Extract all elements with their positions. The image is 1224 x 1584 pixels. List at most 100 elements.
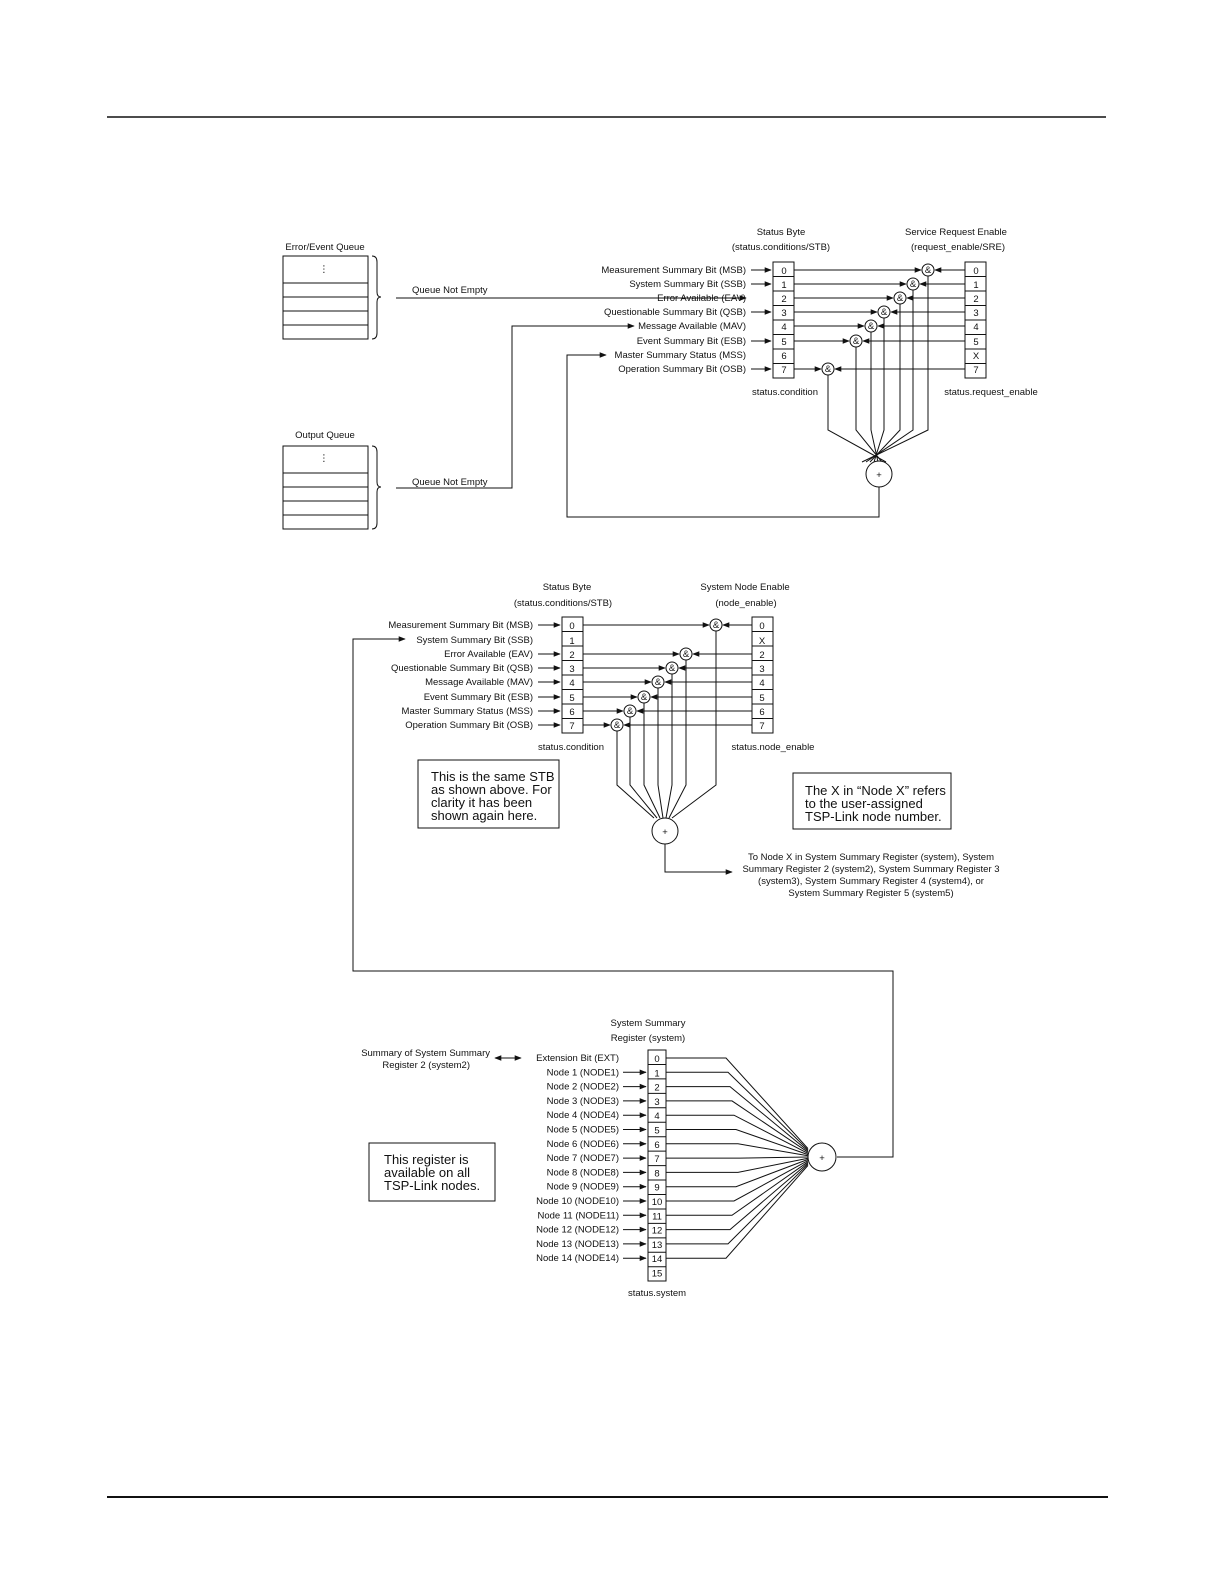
summary-system2-label: Summary of System Summary bbox=[361, 1048, 490, 1059]
to-node-text: To Node X in System Summary Register (sy… bbox=[742, 852, 999, 899]
system-bit: 8 bbox=[654, 1168, 659, 1179]
system-bit: 11 bbox=[652, 1211, 662, 1222]
mid-stb-caption: status.condition bbox=[538, 742, 604, 753]
bit-label: System Summary Bit (SSB) bbox=[416, 635, 533, 646]
node-enable-bit: X bbox=[759, 636, 766, 647]
system-bit: 5 bbox=[654, 1126, 659, 1137]
stb-bit: 5 bbox=[569, 693, 574, 704]
or-symbol: + bbox=[819, 1153, 825, 1164]
and-symbol: & bbox=[641, 692, 648, 703]
mid-ne-title: System Node Enable bbox=[700, 582, 789, 593]
sre-bit: 0 bbox=[973, 266, 978, 277]
bit-label: System Summary Bit (SSB) bbox=[629, 279, 746, 290]
bit-label: Extension Bit (EXT) bbox=[536, 1053, 619, 1064]
fan-line bbox=[666, 1160, 809, 1202]
bit-label: Message Available (MAV) bbox=[425, 677, 533, 688]
system-bit: 14 bbox=[652, 1254, 663, 1265]
node-enable-bit: 7 bbox=[759, 721, 764, 732]
system-bit: 12 bbox=[652, 1226, 663, 1237]
system-bit: 6 bbox=[654, 1140, 659, 1151]
system-bit: 0 bbox=[654, 1054, 659, 1065]
to-node-line: Summary Register 2 (system2), System Sum… bbox=[742, 864, 999, 875]
stb-bit: 4 bbox=[781, 322, 786, 333]
sre-bit: 4 bbox=[973, 322, 978, 333]
stb-bit: 1 bbox=[781, 280, 786, 291]
stb-bit: 0 bbox=[569, 621, 574, 632]
queue-dots: ⋮ bbox=[319, 453, 329, 464]
system-bit: 7 bbox=[654, 1154, 659, 1165]
middle-section: Status Byte (status.conditions/STB) 0123… bbox=[388, 582, 999, 899]
note-line: available on all bbox=[384, 1165, 470, 1180]
bit-label: Event Summary Bit (ESB) bbox=[424, 692, 533, 703]
and-symbol: & bbox=[614, 720, 621, 731]
sre-bit: X bbox=[973, 351, 980, 362]
queue-not-empty-label: Queue Not Empty bbox=[412, 477, 488, 488]
system-summary-title: System Summary bbox=[611, 1018, 686, 1029]
fan-line bbox=[666, 1100, 809, 1153]
node-x-note bbox=[792, 772, 952, 830]
bit-label: Measurement Summary Bit (MSB) bbox=[601, 265, 746, 276]
bit-label: Message Available (MAV) bbox=[638, 321, 746, 332]
fan-line bbox=[666, 1163, 809, 1245]
bit-label: Operation Summary Bit (OSB) bbox=[618, 364, 746, 375]
and-symbol: & bbox=[655, 677, 662, 688]
system-bit: 13 bbox=[652, 1240, 663, 1251]
and-symbol: & bbox=[683, 649, 690, 660]
bit-label: Node 10 (NODE10) bbox=[536, 1196, 619, 1207]
mid-ne-subtitle: (node_enable) bbox=[715, 598, 776, 609]
bit-label: Node 14 (NODE14) bbox=[536, 1253, 619, 1264]
and-symbol: & bbox=[669, 663, 676, 674]
top-section: Error/Event Queue ⋮ Output Queue ⋮ Queue… bbox=[282, 227, 1038, 530]
error-event-queue-title: Error/Event Queue bbox=[285, 242, 364, 253]
node-enable-bit: 0 bbox=[759, 621, 764, 632]
top-sre-title: Service Request Enable bbox=[905, 227, 1007, 238]
top-sre-subtitle: (request_enable/SRE) bbox=[911, 242, 1005, 253]
to-node-line: System Summary Register 5 (system5) bbox=[788, 888, 953, 899]
fan-line bbox=[666, 1114, 809, 1154]
fan-line bbox=[666, 1158, 809, 1188]
and-symbol: & bbox=[897, 293, 904, 304]
mid-stb-subtitle: (status.conditions/STB) bbox=[514, 598, 612, 609]
system-bit: 10 bbox=[652, 1197, 663, 1208]
same-stb-note bbox=[417, 759, 560, 829]
and-symbol: & bbox=[925, 265, 932, 276]
sre-bit: 2 bbox=[973, 294, 978, 305]
top-or-gate bbox=[865, 460, 893, 488]
top-stb-caption: status.condition bbox=[752, 387, 818, 398]
to-node-line: (system3), System Summary Register 4 (sy… bbox=[758, 876, 984, 887]
top-stb-subtitle: (status.conditions/STB) bbox=[732, 242, 830, 253]
stb-bit: 6 bbox=[781, 351, 786, 362]
fan-line bbox=[666, 1143, 809, 1157]
system-bit: 3 bbox=[654, 1097, 659, 1108]
stb-bit: 5 bbox=[781, 337, 786, 348]
bit-label: Node 2 (NODE2) bbox=[547, 1082, 619, 1093]
bit-label: Node 5 (NODE5) bbox=[547, 1125, 619, 1136]
fan-line bbox=[666, 1129, 809, 1156]
stb-bit: 1 bbox=[569, 636, 574, 647]
node-enable-bit: 2 bbox=[759, 650, 764, 661]
bit-label: Node 3 (NODE3) bbox=[547, 1096, 619, 1107]
bit-label: Node 13 (NODE13) bbox=[536, 1239, 619, 1250]
stb-bit: 3 bbox=[781, 308, 786, 319]
stb-bit: 4 bbox=[569, 678, 574, 689]
stb-bit: 6 bbox=[569, 707, 574, 718]
bit-label: Node 11 (NODE11) bbox=[538, 1210, 620, 1221]
sre-bit: 1 bbox=[973, 280, 978, 291]
node-enable-bit: 4 bbox=[759, 678, 764, 689]
top-sre-caption: status.request_enable bbox=[944, 387, 1037, 398]
bit-label: Node 7 (NODE7) bbox=[547, 1153, 619, 1164]
system-bit: 9 bbox=[654, 1183, 659, 1194]
fan-line bbox=[666, 1157, 809, 1173]
bit-label: Node 1 (NODE1) bbox=[547, 1067, 619, 1078]
output-queue: ⋮ bbox=[282, 445, 382, 530]
bit-label: Node 9 (NODE9) bbox=[547, 1182, 619, 1193]
note-line: as shown above. For bbox=[431, 782, 552, 797]
and-symbol: & bbox=[910, 279, 917, 290]
stb-bit: 2 bbox=[781, 294, 786, 305]
stb-bit: 3 bbox=[569, 664, 574, 675]
system-bit: 4 bbox=[654, 1111, 659, 1122]
stb-bit: 7 bbox=[569, 721, 574, 732]
output-queue-title: Output Queue bbox=[295, 430, 355, 441]
stb-bit: 7 bbox=[781, 365, 786, 376]
